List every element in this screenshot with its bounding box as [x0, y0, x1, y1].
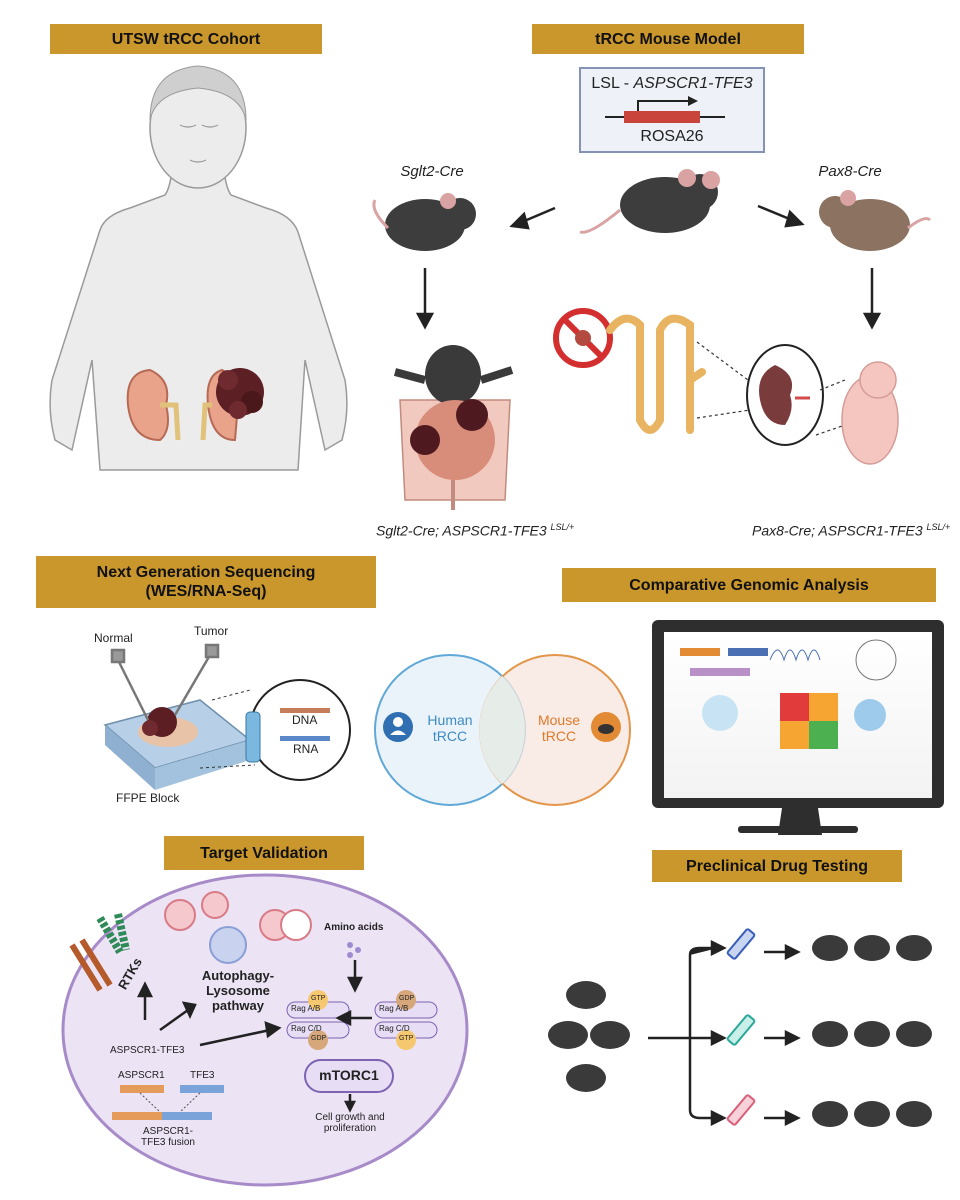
venn-mouse-label: Mouse tRCC [525, 712, 593, 744]
pup-kidney-inset [696, 341, 846, 446]
treated-mice [812, 935, 932, 1127]
autophagy-line2: Lysosome [206, 983, 270, 998]
tumor-label: Tumor [194, 624, 229, 638]
syringe-pink [726, 1094, 756, 1126]
nephron-tubule [606, 314, 706, 434]
fusion-label: ASPSCR1- TFE3 fusion [128, 1126, 208, 1148]
human-body-illustration [49, 65, 348, 471]
comparative-title: Comparative Genomic Analysis [562, 568, 936, 602]
human-kidney-normal [126, 368, 181, 442]
center-mouse [579, 169, 720, 234]
autophagy-label: Autophagy- Lysosome pathway [196, 968, 280, 1013]
construct-locus: ROSA26 [640, 128, 704, 145]
rag-cd-left: Rag C/D [291, 1024, 322, 1033]
fusion-line2: TFE3 fusion [141, 1137, 195, 1148]
autophagy-line1: Autophagy- [201, 968, 275, 983]
left-genotype: Sglt2-Cre; ASPSCR1-TFE3 LSL/+ [376, 522, 574, 539]
lysosome-cluster [164, 891, 312, 964]
left-genotype-superscript: LSL/+ [550, 522, 575, 532]
mtorc1-label: mTORC1 [319, 1067, 379, 1083]
ngs-title-line2: (WES/RNA-Seq) [145, 583, 267, 600]
venn-mouse-line2: tRCC [541, 728, 577, 744]
construct-prefix: LSL - [591, 75, 634, 92]
ngs-title: Next Generation Sequencing (WES/RNA-Seq) [36, 556, 376, 608]
right-genotype-superscript: LSL/+ [926, 522, 951, 532]
target-validation-title: Target Validation [164, 836, 364, 870]
venn-human-label: Human tRCC [416, 712, 484, 744]
left-mouse [372, 193, 476, 251]
aspscr1-label: ASPSCR1 [118, 1070, 165, 1081]
untreated-mice [548, 981, 630, 1092]
venn-human-line2: tRCC [432, 728, 468, 744]
outcome-line1: Cell growth and [315, 1112, 385, 1123]
rag-ab-right: Rag A/B [379, 1004, 409, 1013]
syringe-teal [726, 1014, 756, 1046]
left-cre-label: Sglt2-Cre [400, 163, 464, 180]
no-entry-sign [553, 308, 613, 368]
outcome-label: Cell growth and proliferation [300, 1112, 400, 1134]
right-genotype-text: Pax8-Cre; ASPSCR1-TFE3 [752, 522, 923, 539]
pup [841, 361, 899, 465]
left-genotype-text: Sglt2-Cre; ASPSCR1-TFE3 [376, 522, 547, 539]
tfe3-label: TFE3 [190, 1070, 215, 1081]
fusion-gene-bars [112, 1085, 224, 1120]
gdp-right: GDP [399, 995, 415, 1002]
human-kidney-tumor [200, 368, 264, 442]
rag-cd-right: Rag C/D [379, 1024, 410, 1033]
syringe-blue [726, 928, 756, 960]
mouse-model-title: tRCC Mouse Model [532, 24, 804, 54]
treatment-tree [648, 939, 801, 1127]
cohort-title: UTSW tRCC Cohort [50, 24, 322, 54]
gtp-right: GTP [399, 1035, 414, 1042]
construct-gene: ASPSCR1-TFE3 [633, 75, 753, 92]
venn-diagram [374, 654, 631, 806]
monitor-mini-plots [680, 639, 897, 749]
gene-label: ASPSCR1-TFE3 [110, 1045, 185, 1056]
human-icon [383, 712, 413, 742]
ffpe-block [103, 699, 252, 790]
autophagy-line3: pathway [211, 998, 264, 1013]
construct-diagram [605, 96, 725, 123]
mtorc1-complex [286, 990, 438, 1093]
drug-testing-title: Preclinical Drug Testing [652, 850, 902, 882]
biopsy-needles [110, 643, 220, 721]
dissected-mouse [393, 345, 514, 510]
arrows-cell [136, 960, 372, 1113]
mouse-icon [591, 712, 621, 742]
gdp-left: GDP [311, 1035, 327, 1042]
right-genotype: Pax8-Cre; ASPSCR1-TFE3 LSL/+ [752, 522, 950, 539]
venn-human-line1: Human [427, 712, 473, 728]
gtp-left: GTP [311, 995, 326, 1002]
right-mouse [819, 190, 932, 251]
normal-label: Normal [94, 631, 133, 645]
construct-box [579, 67, 765, 153]
rtk-receptors [69, 913, 130, 992]
venn-mouse-line1: Mouse [537, 712, 581, 728]
fusion-line1: ASPSCR1- [142, 1126, 193, 1137]
arrows-mouse-model [415, 204, 882, 330]
rna-label: RNA [293, 742, 319, 756]
amino-acid-dots [347, 942, 361, 958]
rag-ab-left: Rag A/B [291, 1004, 321, 1013]
ffpe-block-label: FFPE Block [116, 791, 180, 805]
outcome-line2: proliferation [323, 1123, 377, 1134]
right-cre-label: Pax8-Cre [818, 163, 882, 180]
dna-label: DNA [292, 713, 318, 727]
amino-acids-label: Amino acids [324, 922, 384, 933]
dna-rna-inset [199, 679, 351, 781]
ngs-title-line1: Next Generation Sequencing [96, 564, 316, 581]
construct-label: LSL - ASPSCR1-TFE3 [584, 75, 760, 93]
